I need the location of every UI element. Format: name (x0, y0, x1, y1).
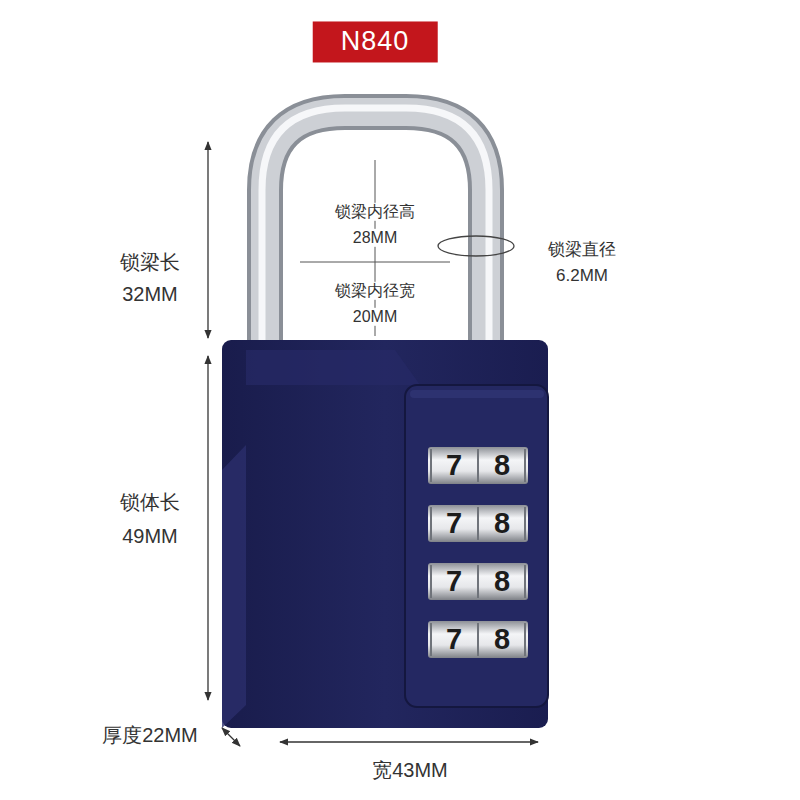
dial-digit: 8 (494, 507, 510, 540)
dimension-label: 宽43MM (369, 759, 451, 782)
diameter-ring (438, 236, 514, 256)
dial-digit: 7 (446, 507, 462, 540)
combination-dials (428, 447, 528, 658)
lock-body (222, 340, 548, 728)
dimension-name: 锁梁长 (117, 251, 183, 274)
dimension-name: 锁梁内径高 (332, 203, 418, 221)
dimension-value: 28MM (350, 229, 400, 247)
dial-digit: 8 (494, 623, 510, 656)
dimension-name: 锁梁直径 (545, 240, 619, 260)
dimension-label: 厚度22MM (99, 724, 201, 747)
dimension-lines (208, 142, 538, 746)
dimension-value: 49MM (119, 525, 181, 548)
dial-digit: 8 (494, 565, 510, 598)
dial-digit: 8 (494, 449, 510, 482)
inner-dimension-cross (300, 160, 450, 336)
dial-digit: 7 (446, 449, 462, 482)
dial-digit: 7 (446, 623, 462, 656)
shackle (262, 108, 489, 350)
model-title: N840 (313, 21, 438, 62)
dimension-value: 32MM (119, 283, 181, 306)
dial-digit: 7 (446, 565, 462, 598)
dimension-value: 20MM (350, 308, 400, 326)
dimension-name: 锁梁内径宽 (332, 282, 418, 300)
dimension-name: 锁体长 (117, 491, 183, 514)
dimension-value: 6.2MM (553, 266, 611, 286)
